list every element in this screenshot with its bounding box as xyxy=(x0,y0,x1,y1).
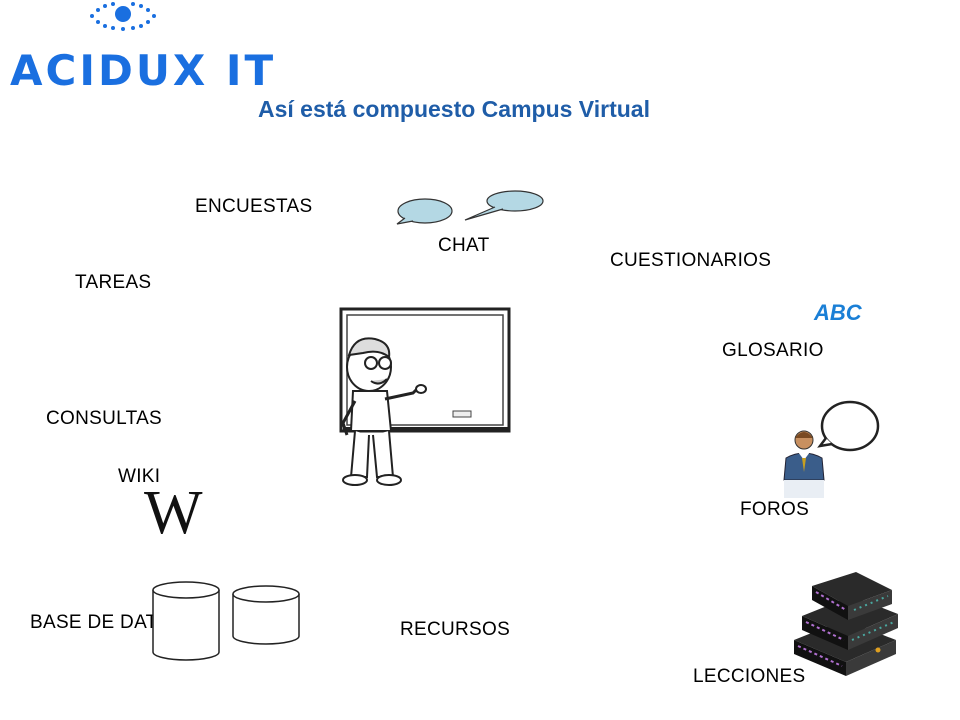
label-base-de-datos: BASE DE DATOS xyxy=(30,612,186,633)
logo-text: ACIDUX IT xyxy=(10,46,277,95)
label-glosario: GLOSARIO xyxy=(722,340,824,361)
label-recursos: RECURSOS xyxy=(400,619,511,640)
label-chat: CHAT xyxy=(438,235,490,256)
wikipedia-w-icon: W xyxy=(144,479,203,547)
label-foros: FOROS xyxy=(740,499,810,520)
label-tareas: TAREAS xyxy=(75,272,152,293)
label-encuestas: ENCUESTAS xyxy=(195,196,313,217)
eye-logo-icon xyxy=(90,2,156,31)
chat-bubbles-icon xyxy=(396,190,544,225)
label-wiki: WIKI xyxy=(118,466,161,487)
label-cuestionarios: CUESTIONARIOS xyxy=(610,250,772,271)
person-speech-icon xyxy=(783,400,880,498)
glosario-abc-icon: ABC xyxy=(814,300,862,325)
books-stack-icon xyxy=(794,572,898,676)
teacher-whiteboard-icon xyxy=(339,307,511,486)
label-lecciones: LECCIONES xyxy=(693,666,806,687)
page-title: Así está compuesto Campus Virtual xyxy=(258,96,650,122)
database-cylinders-icon xyxy=(152,581,300,661)
label-consultas: CONSULTAS xyxy=(46,408,163,429)
